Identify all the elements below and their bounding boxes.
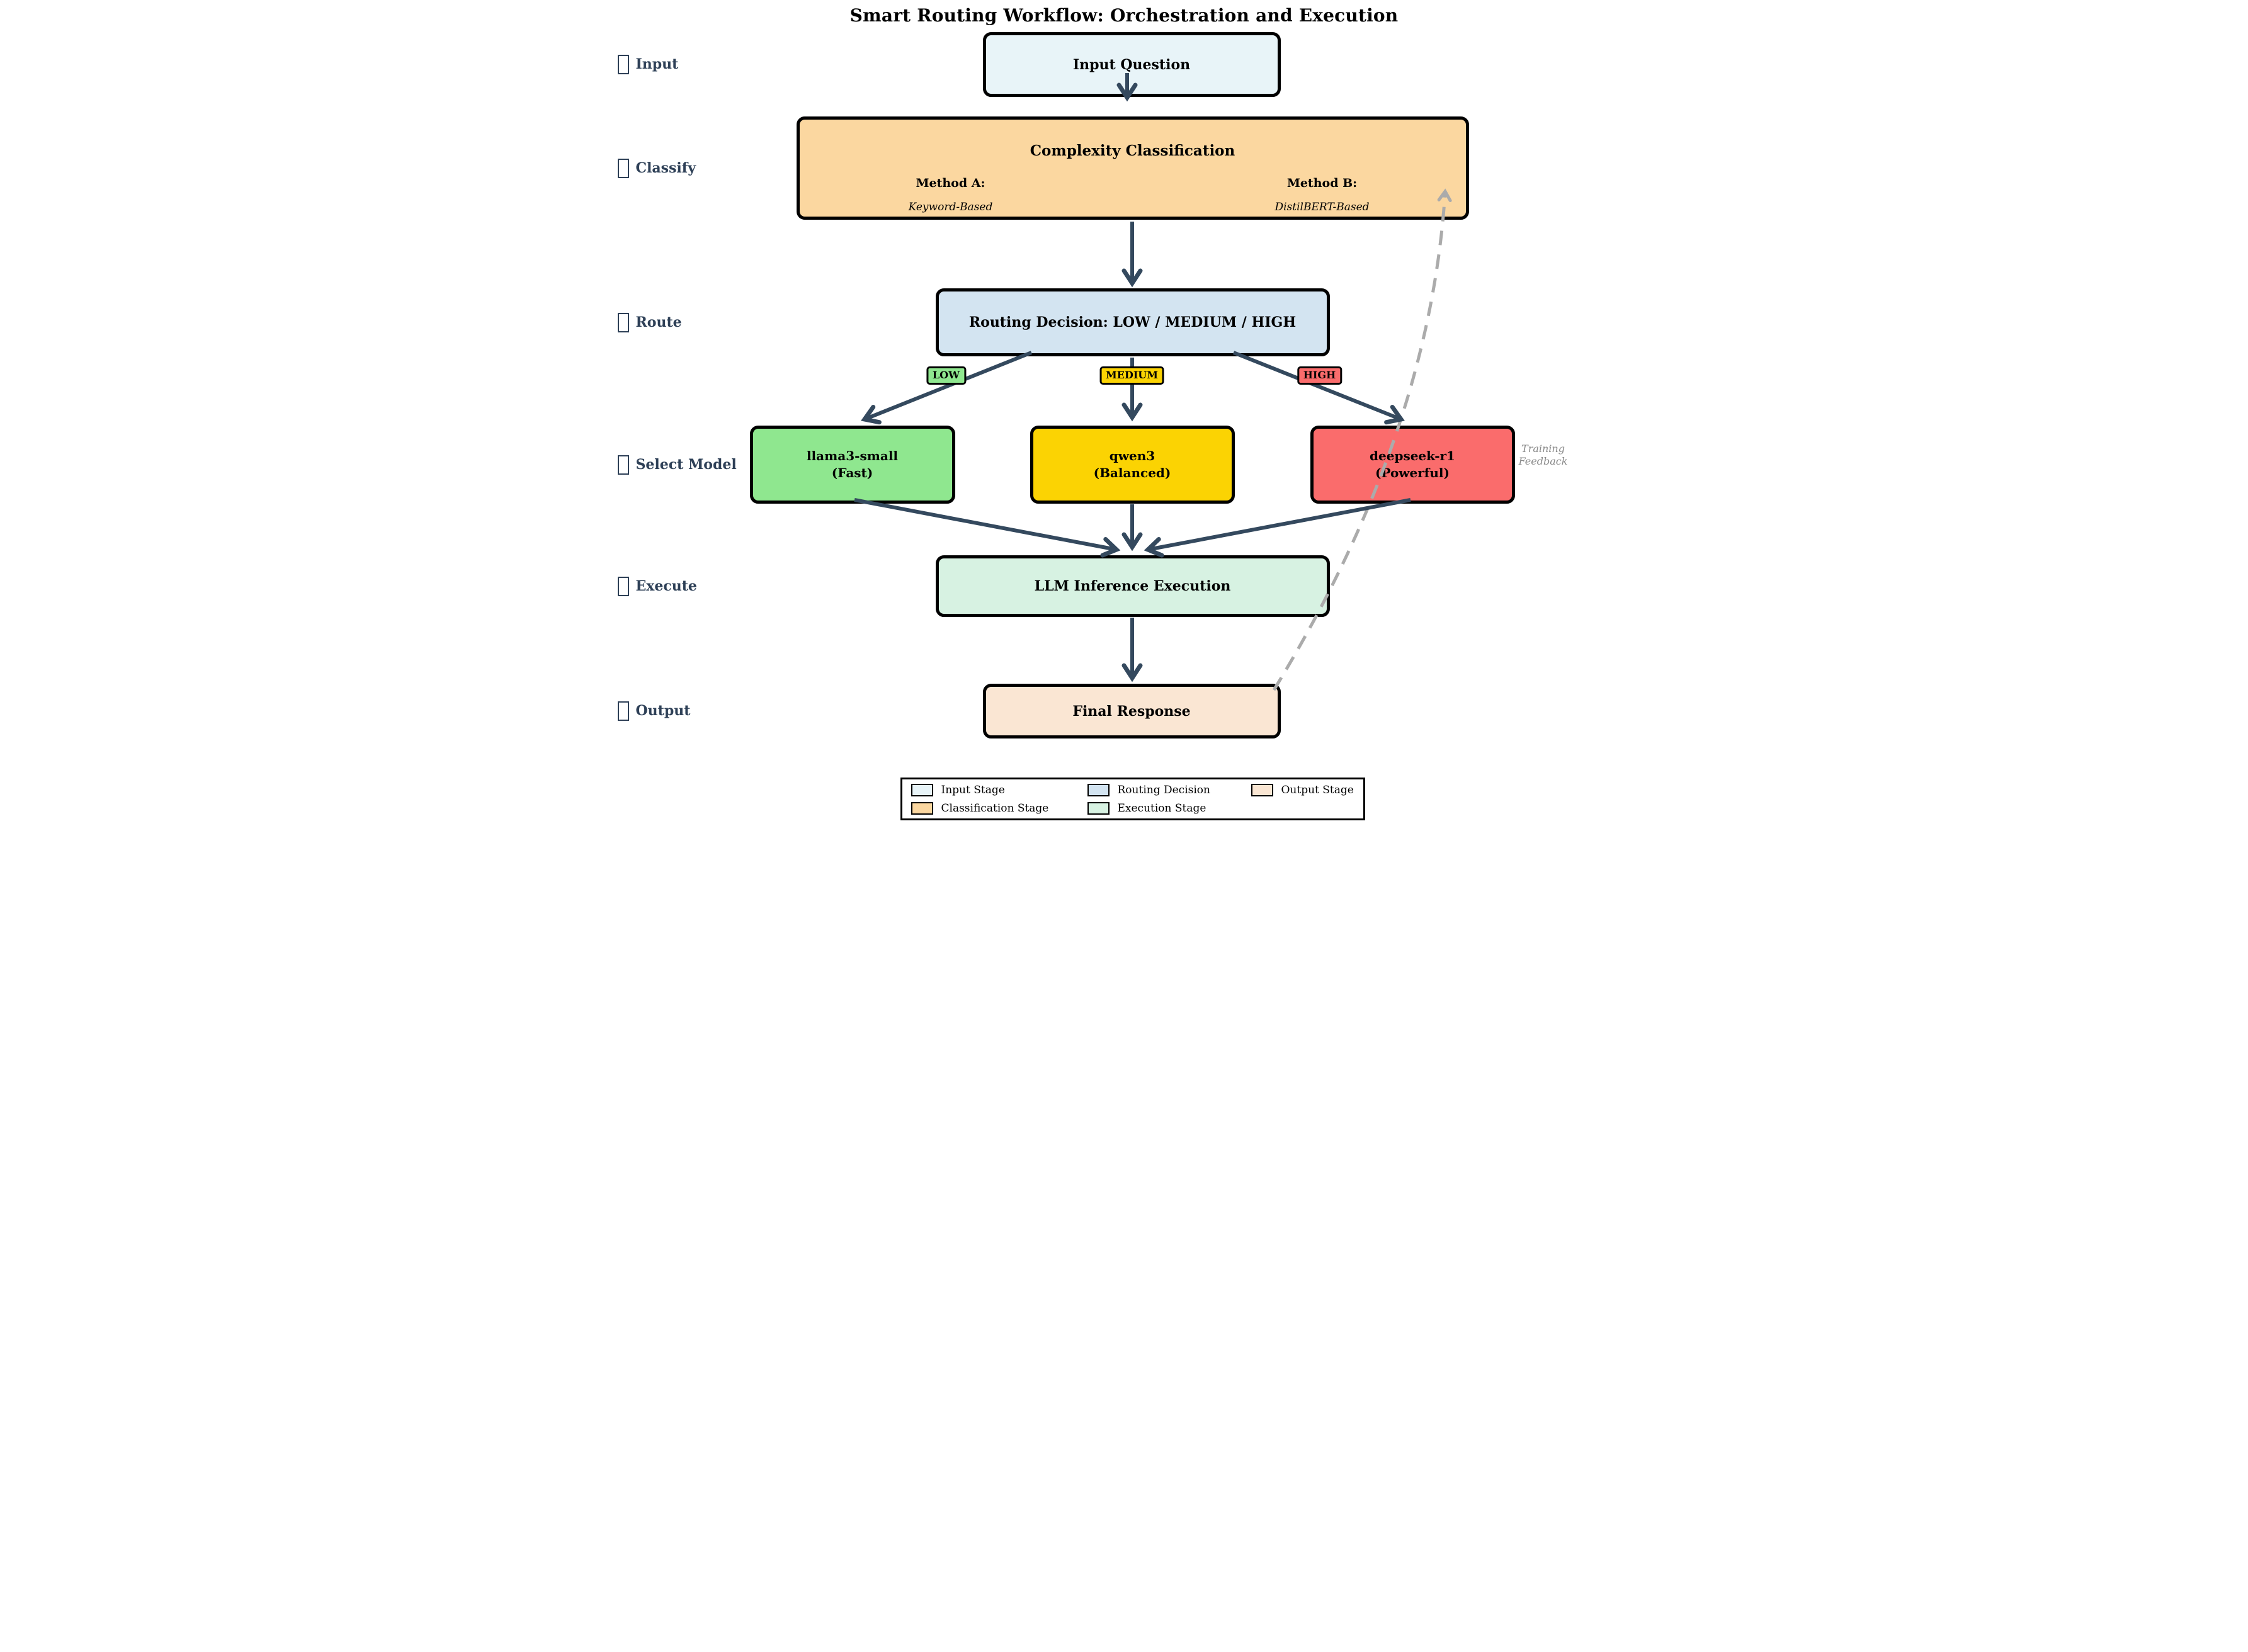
legend-label: Output Stage	[1281, 783, 1354, 796]
missing-glyph-icon	[617, 576, 629, 596]
method-a-title: Method A:	[916, 176, 985, 190]
node-final-response: Final Response	[982, 684, 1281, 738]
node-complexity-classification: Complexity Classification Method A: Keyw…	[796, 116, 1469, 220]
missing-glyph-icon	[617, 455, 629, 475]
arrow-deepseek-to-execution	[1144, 498, 1411, 558]
badge-high: HIGH	[1297, 366, 1343, 385]
stage-label-text: Classify	[635, 160, 696, 176]
legend-swatch-output-stage	[1251, 783, 1273, 796]
legend-item-output-stage: Output Stage	[1251, 783, 1360, 796]
legend-swatch-execution-stage	[1087, 801, 1110, 815]
node-routing-decision: Routing Decision: LOW / MEDIUM / HIGH	[935, 288, 1330, 356]
arrow-llama3-to-execution	[853, 498, 1120, 558]
method-b-desc: DistilBERT-Based	[1274, 201, 1370, 213]
workflow-diagram: Smart Routing Workflow: Orchestration an…	[562, 0, 1686, 826]
badge-medium: MEDIUM	[1099, 366, 1164, 385]
method-b-title: Method B:	[1286, 176, 1358, 190]
legend-item-execution-stage: Execution Stage	[1087, 801, 1251, 815]
training-feedback-line2: Feedback	[1518, 455, 1568, 467]
stage-label-text: Route	[635, 314, 682, 331]
method-b: Method B: DistilBERT-Based	[1228, 176, 1417, 213]
method-a: Method A: Keyword-Based	[856, 176, 1045, 213]
legend: Input Stage Routing Decision Output Stag…	[900, 778, 1365, 820]
model-tag: (Fast)	[831, 465, 873, 480]
stage-label-input: Input	[617, 54, 679, 75]
stage-label-select-model: Select Model	[617, 454, 737, 475]
node-input-question: Input Question	[982, 32, 1281, 97]
legend-label: Execution Stage	[1117, 801, 1206, 815]
model-name: deepseek-r1	[1370, 448, 1455, 463]
stage-label-route: Route	[617, 312, 682, 333]
legend-item-classification-stage: Classification Stage	[911, 801, 1087, 815]
missing-glyph-icon	[617, 54, 629, 74]
method-a-desc: Keyword-Based	[908, 201, 993, 213]
training-feedback-line1: Training	[1521, 443, 1565, 455]
model-name: llama3-small	[806, 448, 899, 463]
stage-label-output: Output	[617, 700, 691, 721]
node-label: Routing Decision: LOW / MEDIUM / HIGH	[968, 314, 1297, 331]
stage-label-execute: Execute	[617, 575, 697, 597]
stage-label-text: Output	[635, 703, 691, 719]
stage-label-classify: Classify	[617, 157, 696, 179]
legend-label: Routing Decision	[1117, 783, 1210, 796]
legend-swatch-input-stage	[911, 783, 933, 796]
node-model-deepseek-r1: deepseek-r1 (Powerful)	[1310, 426, 1515, 504]
arrow-routing-to-deepseek	[1232, 351, 1405, 425]
stage-label-text: Input	[635, 56, 679, 72]
arrow-routing-to-llama3	[860, 351, 1032, 425]
node-label: Complexity Classification	[1030, 142, 1235, 159]
missing-glyph-icon	[617, 312, 629, 332]
legend-item-input-stage: Input Stage	[911, 783, 1087, 796]
missing-glyph-icon	[617, 158, 629, 178]
legend-swatch-routing-decision	[1087, 783, 1110, 796]
model-name: qwen3	[1109, 448, 1155, 463]
node-model-llama3-small: llama3-small (Fast)	[749, 426, 955, 504]
stage-label-text: Execute	[635, 578, 697, 594]
legend-label: Input Stage	[941, 783, 1005, 796]
legend-item-routing-decision: Routing Decision	[1087, 783, 1251, 796]
legend-swatch-classification-stage	[911, 801, 933, 815]
badge-low: LOW	[926, 366, 967, 385]
node-label: LLM Inference Execution	[1034, 578, 1231, 594]
node-llm-inference-execution: LLM Inference Execution	[935, 555, 1330, 617]
legend-label: Classification Stage	[941, 801, 1049, 815]
node-label: Final Response	[1072, 703, 1191, 720]
node-label: Input Question	[1072, 56, 1191, 73]
model-tag: (Balanced)	[1093, 465, 1171, 480]
page-title: Smart Routing Workflow: Orchestration an…	[849, 5, 1399, 26]
missing-glyph-icon	[617, 701, 629, 721]
model-tag: (Powerful)	[1375, 465, 1450, 480]
stage-label-text: Select Model	[635, 456, 737, 473]
training-feedback-label: Training Feedback	[1506, 443, 1581, 468]
node-model-qwen3: qwen3 (Balanced)	[1030, 426, 1235, 504]
